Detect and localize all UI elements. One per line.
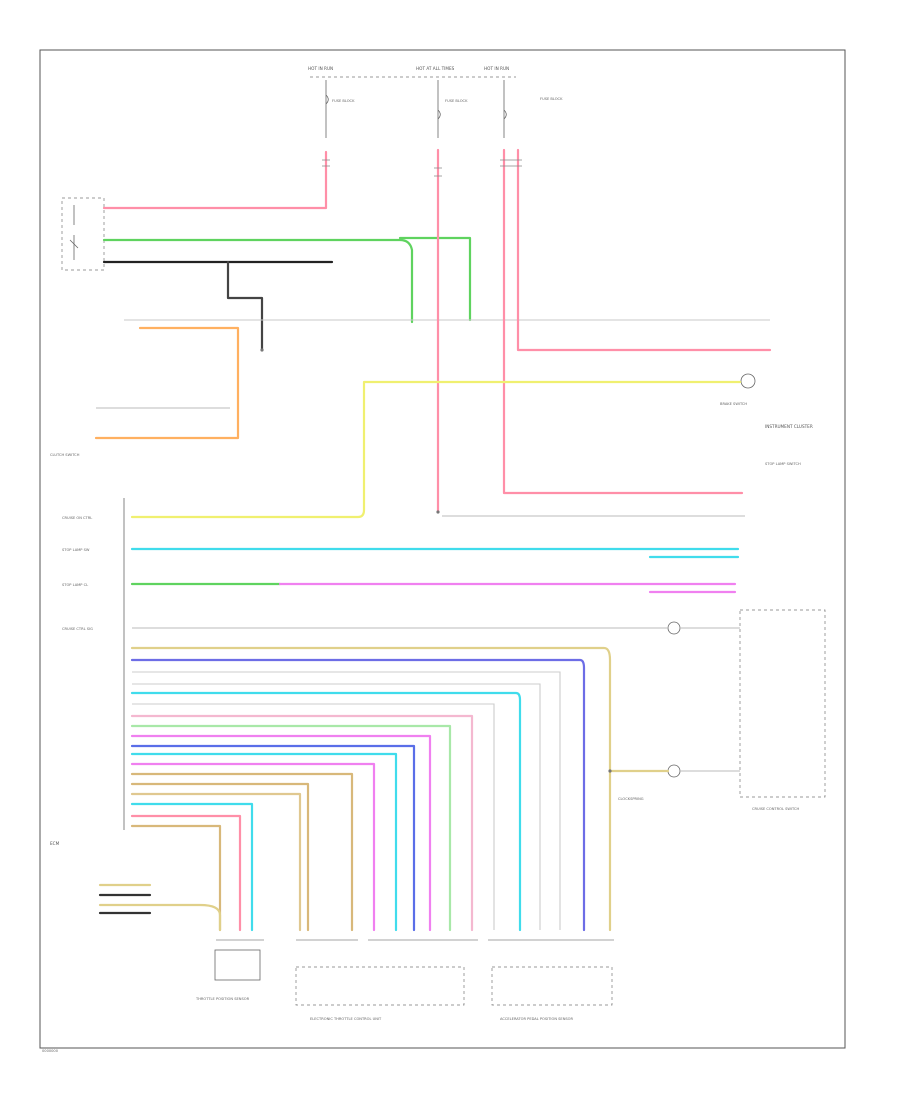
throttle-sensor-box xyxy=(214,949,261,981)
label-hot-run-right: HOT IN RUN xyxy=(484,66,509,71)
wire-fan-gray2 xyxy=(132,683,541,930)
relay-box-topleft xyxy=(61,197,105,271)
diagram-frame xyxy=(39,49,846,1049)
wire-fan-tan xyxy=(130,646,612,932)
pin-cruise-ctrl: CRUISE ON CTRL xyxy=(62,516,92,520)
pin-cruise-ctrl-sig: CRUISE CTRL SIG xyxy=(62,627,93,631)
wire-yellow xyxy=(130,380,742,519)
label-cruise-switch: CRUISE CONTROL SWITCH xyxy=(752,807,799,811)
label-throttle-sensor: THROTTLE POSITION SENSOR xyxy=(195,997,250,1001)
wire-green-1 xyxy=(102,238,414,324)
fuse-right-symbol xyxy=(503,80,507,138)
wire-bl-tan xyxy=(98,883,222,932)
accel-pedal-box xyxy=(491,966,613,1006)
wire-fan-cyan2 xyxy=(130,752,398,932)
wire-orange xyxy=(94,326,240,440)
wire-pink-right-b xyxy=(516,148,772,352)
cruise-switch-box xyxy=(739,609,826,798)
fuse-left-symbol xyxy=(325,80,329,138)
label-accel-pedal: ACCELERATOR PEDAL POSITION SENSOR xyxy=(500,1017,573,1021)
wire-fan-tan5 xyxy=(130,824,222,932)
label-ipc: INSTRUMENT CLUSTER xyxy=(765,424,813,429)
label-fuse-right: FUSE BLOCK xyxy=(540,97,563,101)
clockspring-coil-upper xyxy=(667,621,681,635)
label-stop-switch: STOP LAMP SWITCH xyxy=(765,462,801,466)
pin-stop-lamp-cl: STOP LAMP CL xyxy=(62,583,88,587)
wire-pink-right-a xyxy=(502,148,744,495)
wire-fan-tan4 xyxy=(130,792,302,932)
wire-fan-lightpink xyxy=(130,714,474,932)
wire-fan-pink xyxy=(130,814,242,932)
wire-fan-blue xyxy=(130,744,416,932)
wire-fan-magenta1 xyxy=(130,734,432,932)
wire-fan-lightgreen xyxy=(130,724,452,932)
wire-fan-gray1 xyxy=(132,671,561,930)
fuse-mid-symbol xyxy=(437,80,441,138)
wire-green-2 xyxy=(398,236,472,322)
label-etc-unit: ELECTRONIC THROTTLE CONTROL UNIT xyxy=(310,1017,382,1021)
ipc-indicator xyxy=(740,373,756,389)
wire-bl-black xyxy=(98,893,152,915)
label-hot-run-left: HOT IN RUN xyxy=(308,66,333,71)
relay-contacts xyxy=(69,205,79,260)
label-fuse-mid: FUSE BLOCK xyxy=(445,99,468,103)
label-clutch-switch: CLUTCH SWITCH xyxy=(50,453,80,457)
wire-pink-relay xyxy=(102,150,328,210)
wire-black-2 xyxy=(226,260,264,352)
label-brake-switch: BRAKE SWITCH xyxy=(720,402,747,406)
wire-fan-magenta2 xyxy=(130,762,376,932)
label-ecm: ECM xyxy=(50,841,60,846)
wire-fan-gray3 xyxy=(132,703,495,930)
label-page-id: 0000000 xyxy=(42,1049,59,1053)
junction-nodes xyxy=(260,348,612,773)
etc-unit-box xyxy=(295,966,465,1006)
wire-fan-cyan xyxy=(130,691,522,932)
pin-stop-lamp-sw: STOP LAMP SW xyxy=(62,548,90,552)
connector-ticks xyxy=(216,159,614,941)
label-fuse-left: FUSE BLOCK xyxy=(332,99,355,103)
wire-fan-tan3 xyxy=(130,782,310,932)
wire-fan-cyan3 xyxy=(130,802,254,932)
label-hot-at-all-times: HOT AT ALL TIMES xyxy=(416,66,455,71)
label-clockspring: CLOCKSPRING xyxy=(618,797,644,801)
wire-fan-tan2 xyxy=(130,772,354,932)
clockspring-coil-lower xyxy=(667,764,681,778)
wire-fan-violet xyxy=(130,658,586,932)
